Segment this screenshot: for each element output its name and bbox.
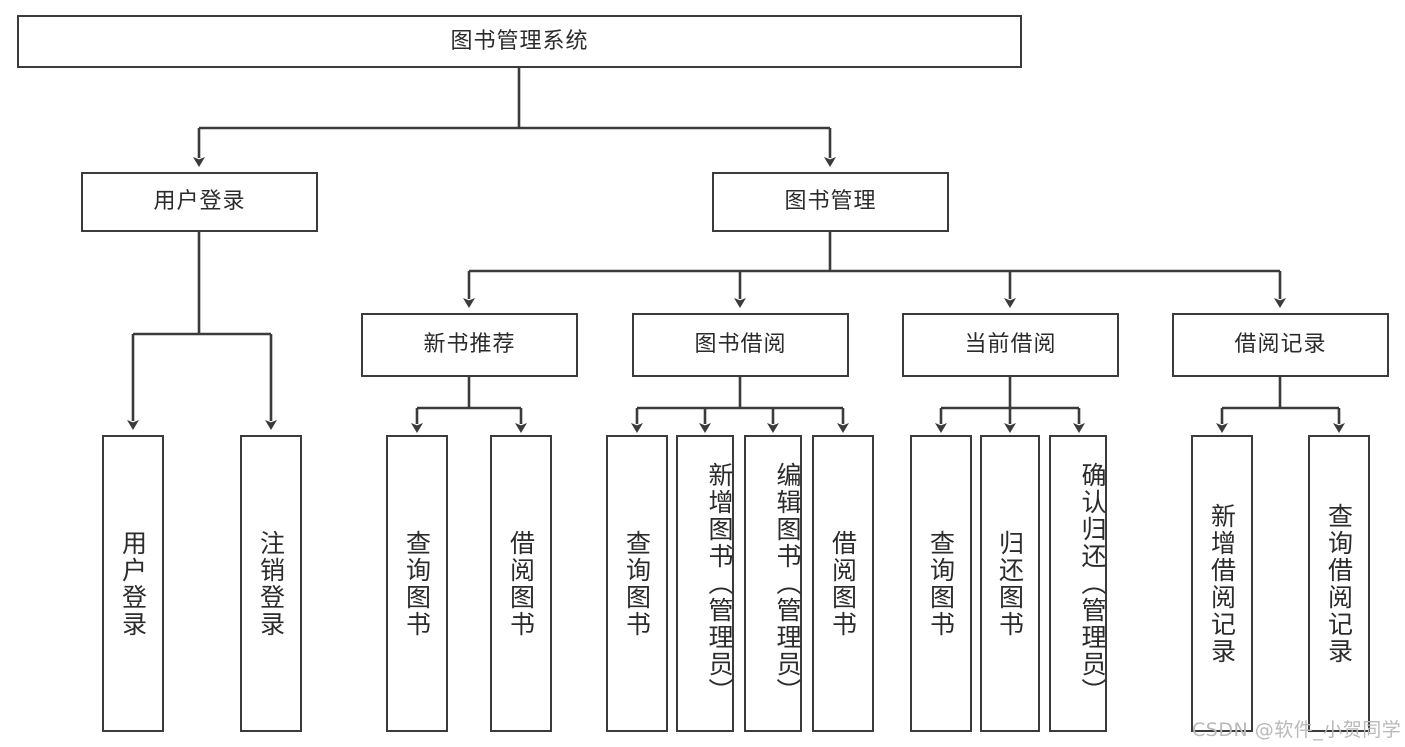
node-leaf-query-book-1-label: 查询图书 bbox=[402, 529, 432, 638]
node-book-borrow-label: 图书借阅 bbox=[694, 332, 787, 357]
node-leaf-borrow-book-2[interactable]: 借阅图书 bbox=[812, 435, 874, 732]
node-leaf-query-record[interactable]: 查询借阅记录 bbox=[1308, 435, 1370, 732]
node-user-login[interactable]: 用户登录 bbox=[81, 172, 318, 232]
node-leaf-confirm-return[interactable]: 确认归还（管理员） bbox=[1049, 435, 1107, 732]
node-leaf-confirm-return-label: 确认归还（管理员） bbox=[1078, 462, 1107, 705]
node-leaf-query-book-2-label: 查询图书 bbox=[622, 529, 652, 638]
node-leaf-query-book-2[interactable]: 查询图书 bbox=[606, 435, 668, 732]
node-book-manage[interactable]: 图书管理 bbox=[712, 172, 949, 232]
node-leaf-query-book-1[interactable]: 查询图书 bbox=[386, 435, 448, 732]
node-leaf-add-book-label: 新增图书（管理员） bbox=[705, 462, 734, 705]
node-leaf-user-logout[interactable]: 注销登录 bbox=[240, 435, 302, 732]
node-leaf-edit-book-label: 编辑图书（管理员） bbox=[773, 462, 802, 705]
node-leaf-user-login[interactable]: 用户登录 bbox=[102, 435, 164, 732]
node-leaf-user-login-label: 用户登录 bbox=[118, 529, 148, 638]
node-leaf-query-book-3[interactable]: 查询图书 bbox=[910, 435, 972, 732]
node-leaf-borrow-book-2-label: 借阅图书 bbox=[828, 529, 858, 638]
node-book-borrow[interactable]: 图书借阅 bbox=[632, 313, 849, 377]
node-borrow-record[interactable]: 借阅记录 bbox=[1172, 313, 1389, 377]
node-leaf-add-record[interactable]: 新增借阅记录 bbox=[1191, 435, 1253, 732]
node-leaf-return-book-label: 归还图书 bbox=[995, 529, 1025, 638]
node-leaf-user-logout-label: 注销登录 bbox=[256, 529, 286, 638]
node-leaf-return-book[interactable]: 归还图书 bbox=[980, 435, 1040, 732]
node-leaf-borrow-book-1-label: 借阅图书 bbox=[506, 529, 536, 638]
node-leaf-add-book[interactable]: 新增图书（管理员） bbox=[676, 435, 734, 732]
node-leaf-edit-book[interactable]: 编辑图书（管理员） bbox=[744, 435, 802, 732]
node-root[interactable]: 图书管理系统 bbox=[17, 15, 1022, 68]
node-leaf-add-record-label: 新增借阅记录 bbox=[1207, 502, 1237, 665]
node-user-login-label: 用户登录 bbox=[153, 189, 246, 214]
node-leaf-borrow-book-1[interactable]: 借阅图书 bbox=[490, 435, 552, 732]
node-borrow-record-label: 借阅记录 bbox=[1234, 332, 1327, 357]
node-new-book-recommend[interactable]: 新书推荐 bbox=[361, 313, 578, 377]
node-book-manage-label: 图书管理 bbox=[784, 189, 877, 214]
node-new-book-recommend-label: 新书推荐 bbox=[423, 332, 516, 357]
node-root-label: 图书管理系统 bbox=[450, 28, 589, 54]
csdn-watermark: CSDN @软件_小贺同学 bbox=[1192, 719, 1402, 741]
node-leaf-query-record-label: 查询借阅记录 bbox=[1324, 502, 1354, 665]
node-leaf-query-book-3-label: 查询图书 bbox=[926, 529, 956, 638]
node-current-borrow-label: 当前借阅 bbox=[964, 332, 1057, 357]
node-current-borrow[interactable]: 当前借阅 bbox=[902, 313, 1119, 377]
